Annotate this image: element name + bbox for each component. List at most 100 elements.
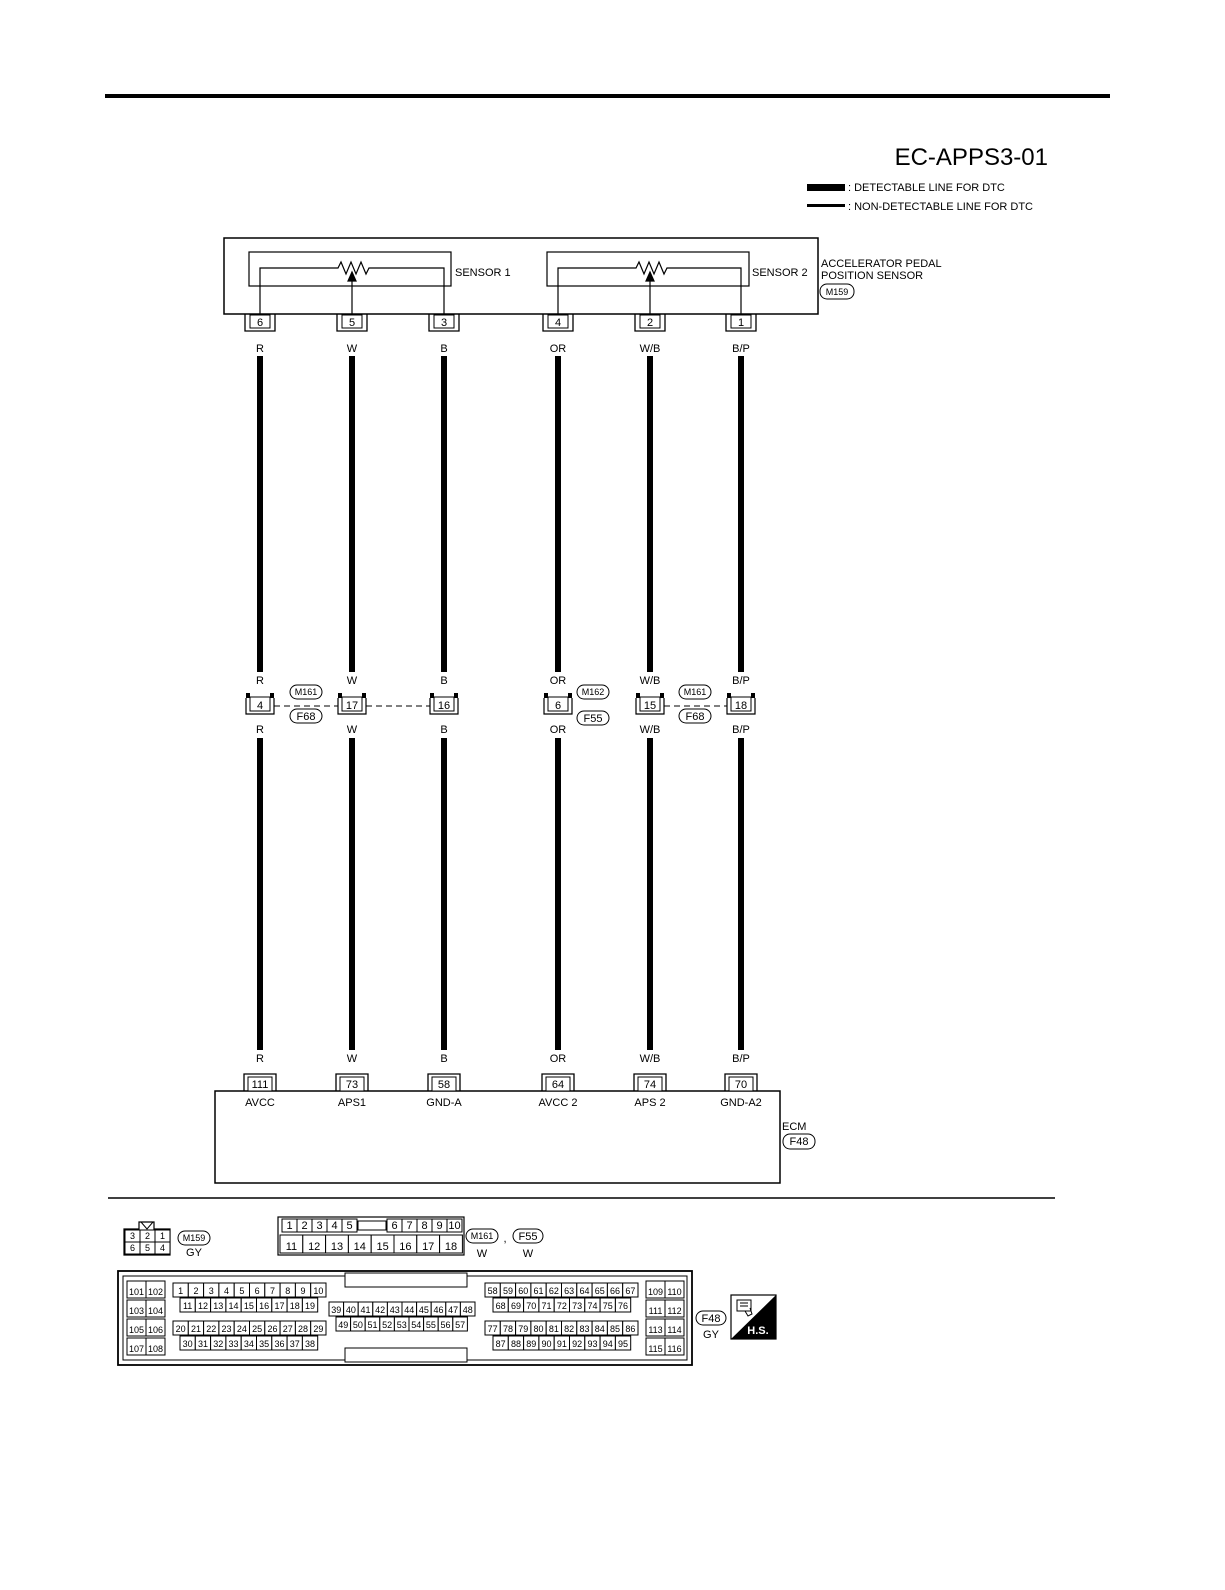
diagram-code: EC-APPS3-01	[895, 144, 1048, 171]
f48-pin-61: 61	[534, 1286, 544, 1296]
f48-pin-18: 18	[290, 1301, 300, 1311]
f48-pin-88: 88	[511, 1339, 521, 1349]
f48-pin-33: 33	[229, 1339, 239, 1349]
sensor-pin-4-box: 2	[634, 314, 666, 332]
f55-color: W	[523, 1248, 534, 1260]
f48-pin-115: 115	[648, 1344, 662, 1354]
ecm-box	[214, 1090, 781, 1184]
wire-color-top-0: R	[256, 343, 264, 355]
f48-pin-67-cell	[622, 1282, 639, 1298]
m161-pin-14: 14	[354, 1241, 366, 1253]
ecm-label-3: AVCC 2	[539, 1097, 578, 1109]
sensor-2-box	[546, 251, 750, 287]
wire-lower-5	[738, 738, 744, 1050]
wire-color-ecm-1: W	[347, 1053, 358, 1065]
m161-pin-9: 9	[436, 1220, 442, 1232]
f48-pin-114-cell	[664, 1318, 685, 1337]
sensor-pin-0: 6	[257, 317, 263, 329]
m161-pin-10: 10	[448, 1220, 460, 1232]
junction-connector-1: 17	[337, 693, 367, 715]
wire-upper-2	[441, 356, 447, 672]
f48-pin-85: 85	[610, 1324, 620, 1334]
wire-color-junction-below-2: B	[440, 724, 447, 736]
junction-pin-2: 16	[438, 700, 450, 712]
ecm-name: ECM	[782, 1121, 806, 1133]
m161-pin-6: 6	[391, 1220, 397, 1232]
f48-pin-10-cell	[310, 1282, 327, 1298]
wire-color-top-2: B	[440, 343, 447, 355]
f48-pin-106: 106	[148, 1325, 163, 1335]
header-rule	[105, 94, 1110, 98]
f48-pin-15: 15	[244, 1301, 254, 1311]
f48-pin-60: 60	[518, 1286, 528, 1296]
m159-pin-2: 2	[145, 1231, 150, 1241]
f48-pin-109: 109	[648, 1287, 663, 1297]
ecm-label-5: GND-A2	[720, 1097, 762, 1109]
m161-pin-18-cell	[439, 1234, 463, 1254]
wire-color-ecm-3: OR	[550, 1053, 567, 1065]
ecm-connector-id: F48	[790, 1136, 809, 1148]
f48-pin-58: 58	[488, 1286, 498, 1296]
wire-lower-0	[257, 738, 263, 1050]
junction-connector-3: 6	[543, 693, 573, 715]
f48-pin-12: 12	[198, 1301, 208, 1311]
f48-pin-111: 111	[649, 1306, 663, 1316]
m159-pin-4: 4	[160, 1243, 165, 1253]
wire-upper-5	[738, 356, 744, 672]
junction-badge-bottom-2	[576, 710, 610, 726]
f48-pin-13: 13	[213, 1301, 223, 1311]
junction-connector-2: 16	[429, 693, 459, 715]
f48-pin-54: 54	[411, 1320, 421, 1330]
harness-side-badge: H.S.	[730, 1294, 777, 1340]
f48-pin-45: 45	[419, 1305, 429, 1315]
f48-pin-2: 2	[193, 1286, 198, 1296]
wire-upper-4	[647, 356, 653, 672]
junction-badge-bottom-1	[289, 708, 323, 724]
f48-pin-31: 31	[198, 1339, 208, 1349]
wires: 6RR4RR111AVCC5WW17WW73APS13BB16BB58GND-A…	[243, 314, 762, 1109]
m161-pin-15: 15	[376, 1241, 388, 1253]
f48-pin-87: 87	[496, 1339, 506, 1349]
m159-color: GY	[186, 1247, 203, 1259]
junction-badge-top-2	[576, 684, 610, 700]
wire-color-top-3: OR	[550, 343, 567, 355]
f48-pin-110: 110	[667, 1287, 681, 1297]
ecm-label-1: APS1	[338, 1097, 366, 1109]
legend-thick-text: : DETECTABLE LINE FOR DTC	[848, 182, 1005, 194]
f48-pin-37: 37	[290, 1339, 300, 1349]
f48-pin-78: 78	[503, 1324, 513, 1334]
f48-pin-38-cell	[301, 1335, 319, 1351]
f48-pin-103: 103	[129, 1306, 144, 1316]
ecm-pin-5: 70	[735, 1079, 747, 1091]
ecm-pin-2: 58	[438, 1079, 450, 1091]
junction-badge-bottom-3	[678, 708, 712, 724]
f48-pin-104-cell	[145, 1299, 166, 1318]
m161-pin-10-cell	[446, 1218, 463, 1233]
sensor-pin-3: 4	[555, 317, 561, 329]
sensor-2-potentiometer	[557, 260, 742, 314]
f48-pin-29: 29	[313, 1324, 323, 1334]
connector-hand-icon	[736, 1299, 753, 1317]
f48-pin-95-cell	[614, 1335, 632, 1351]
f48-pin-116-cell	[664, 1337, 685, 1356]
f48-pin-20: 20	[176, 1324, 186, 1334]
f48-pin-24: 24	[237, 1324, 247, 1334]
junction-id-top-1: M161	[295, 687, 318, 697]
sensor-connector-id: M159	[826, 287, 849, 297]
legend-thick-swatch	[807, 184, 845, 191]
f48-pin-53: 53	[397, 1320, 407, 1330]
f48-pin-14: 14	[229, 1301, 239, 1311]
f48-pin-72: 72	[557, 1301, 567, 1311]
wire-color-ecm-2: B	[440, 1053, 447, 1065]
f48-pin-112-cell	[664, 1299, 685, 1318]
f48-pin-59: 59	[503, 1286, 513, 1296]
f48-pin-38: 38	[305, 1339, 315, 1349]
sensor-pin-1-box: 5	[336, 314, 368, 332]
junction-pin-3: 6	[555, 700, 561, 712]
f48-pin-22: 22	[206, 1324, 216, 1334]
m161-pin-4: 4	[331, 1220, 337, 1232]
sensor-connector-badge	[819, 283, 855, 300]
